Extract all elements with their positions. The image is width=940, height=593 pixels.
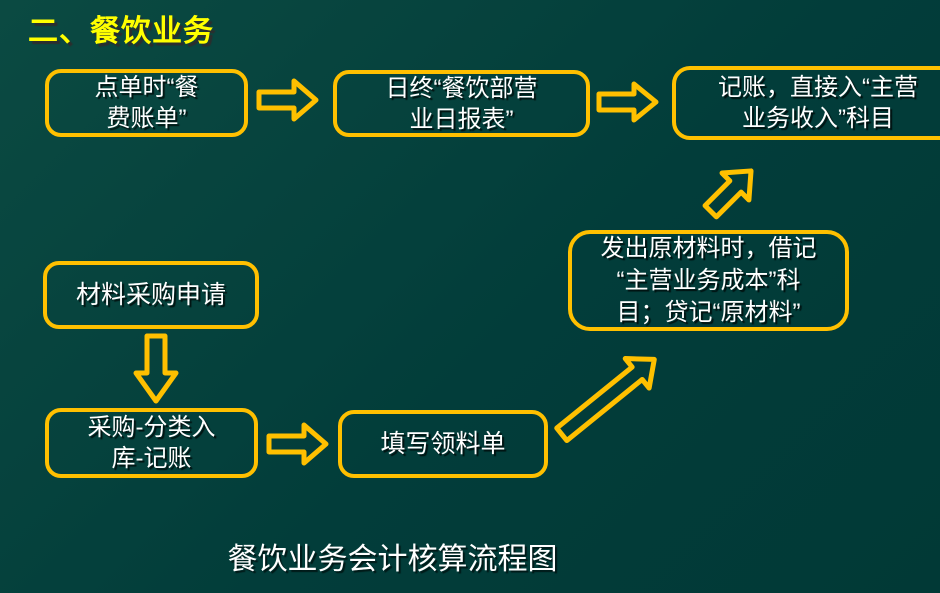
flow-node-requisition-form: 填写领料单 [338,410,548,478]
block-arrow-right-icon [256,76,320,129]
flow-node-order-bill: 点单时“餐 费账单” [45,69,248,137]
flow-node-daily-report: 日终“餐饮部营 业日报表” [333,70,590,137]
flow-node-purchase-storage: 采购-分类入 库-记账 [45,408,258,478]
diagram-caption: 餐饮业务会计核算流程图 [227,543,558,576]
block-arrow-right-icon [596,80,660,129]
slide-title: 二、餐饮业务 [28,15,214,48]
flow-node-issue-materials: 发出原材料时，借记 “主营业务成本”科 目；贷记“原材料” [568,230,849,331]
block-arrow-right-icon [266,419,330,474]
flow-node-purchase-request: 材料采购申请 [43,261,259,329]
block-arrow-down-icon [128,333,184,412]
block-arrow-up-right-icon [545,339,675,458]
block-arrow-up-right-icon [692,152,773,233]
flow-node-revenue-entry: 记账，直接入“主营 业务收入”科目 [672,66,940,140]
